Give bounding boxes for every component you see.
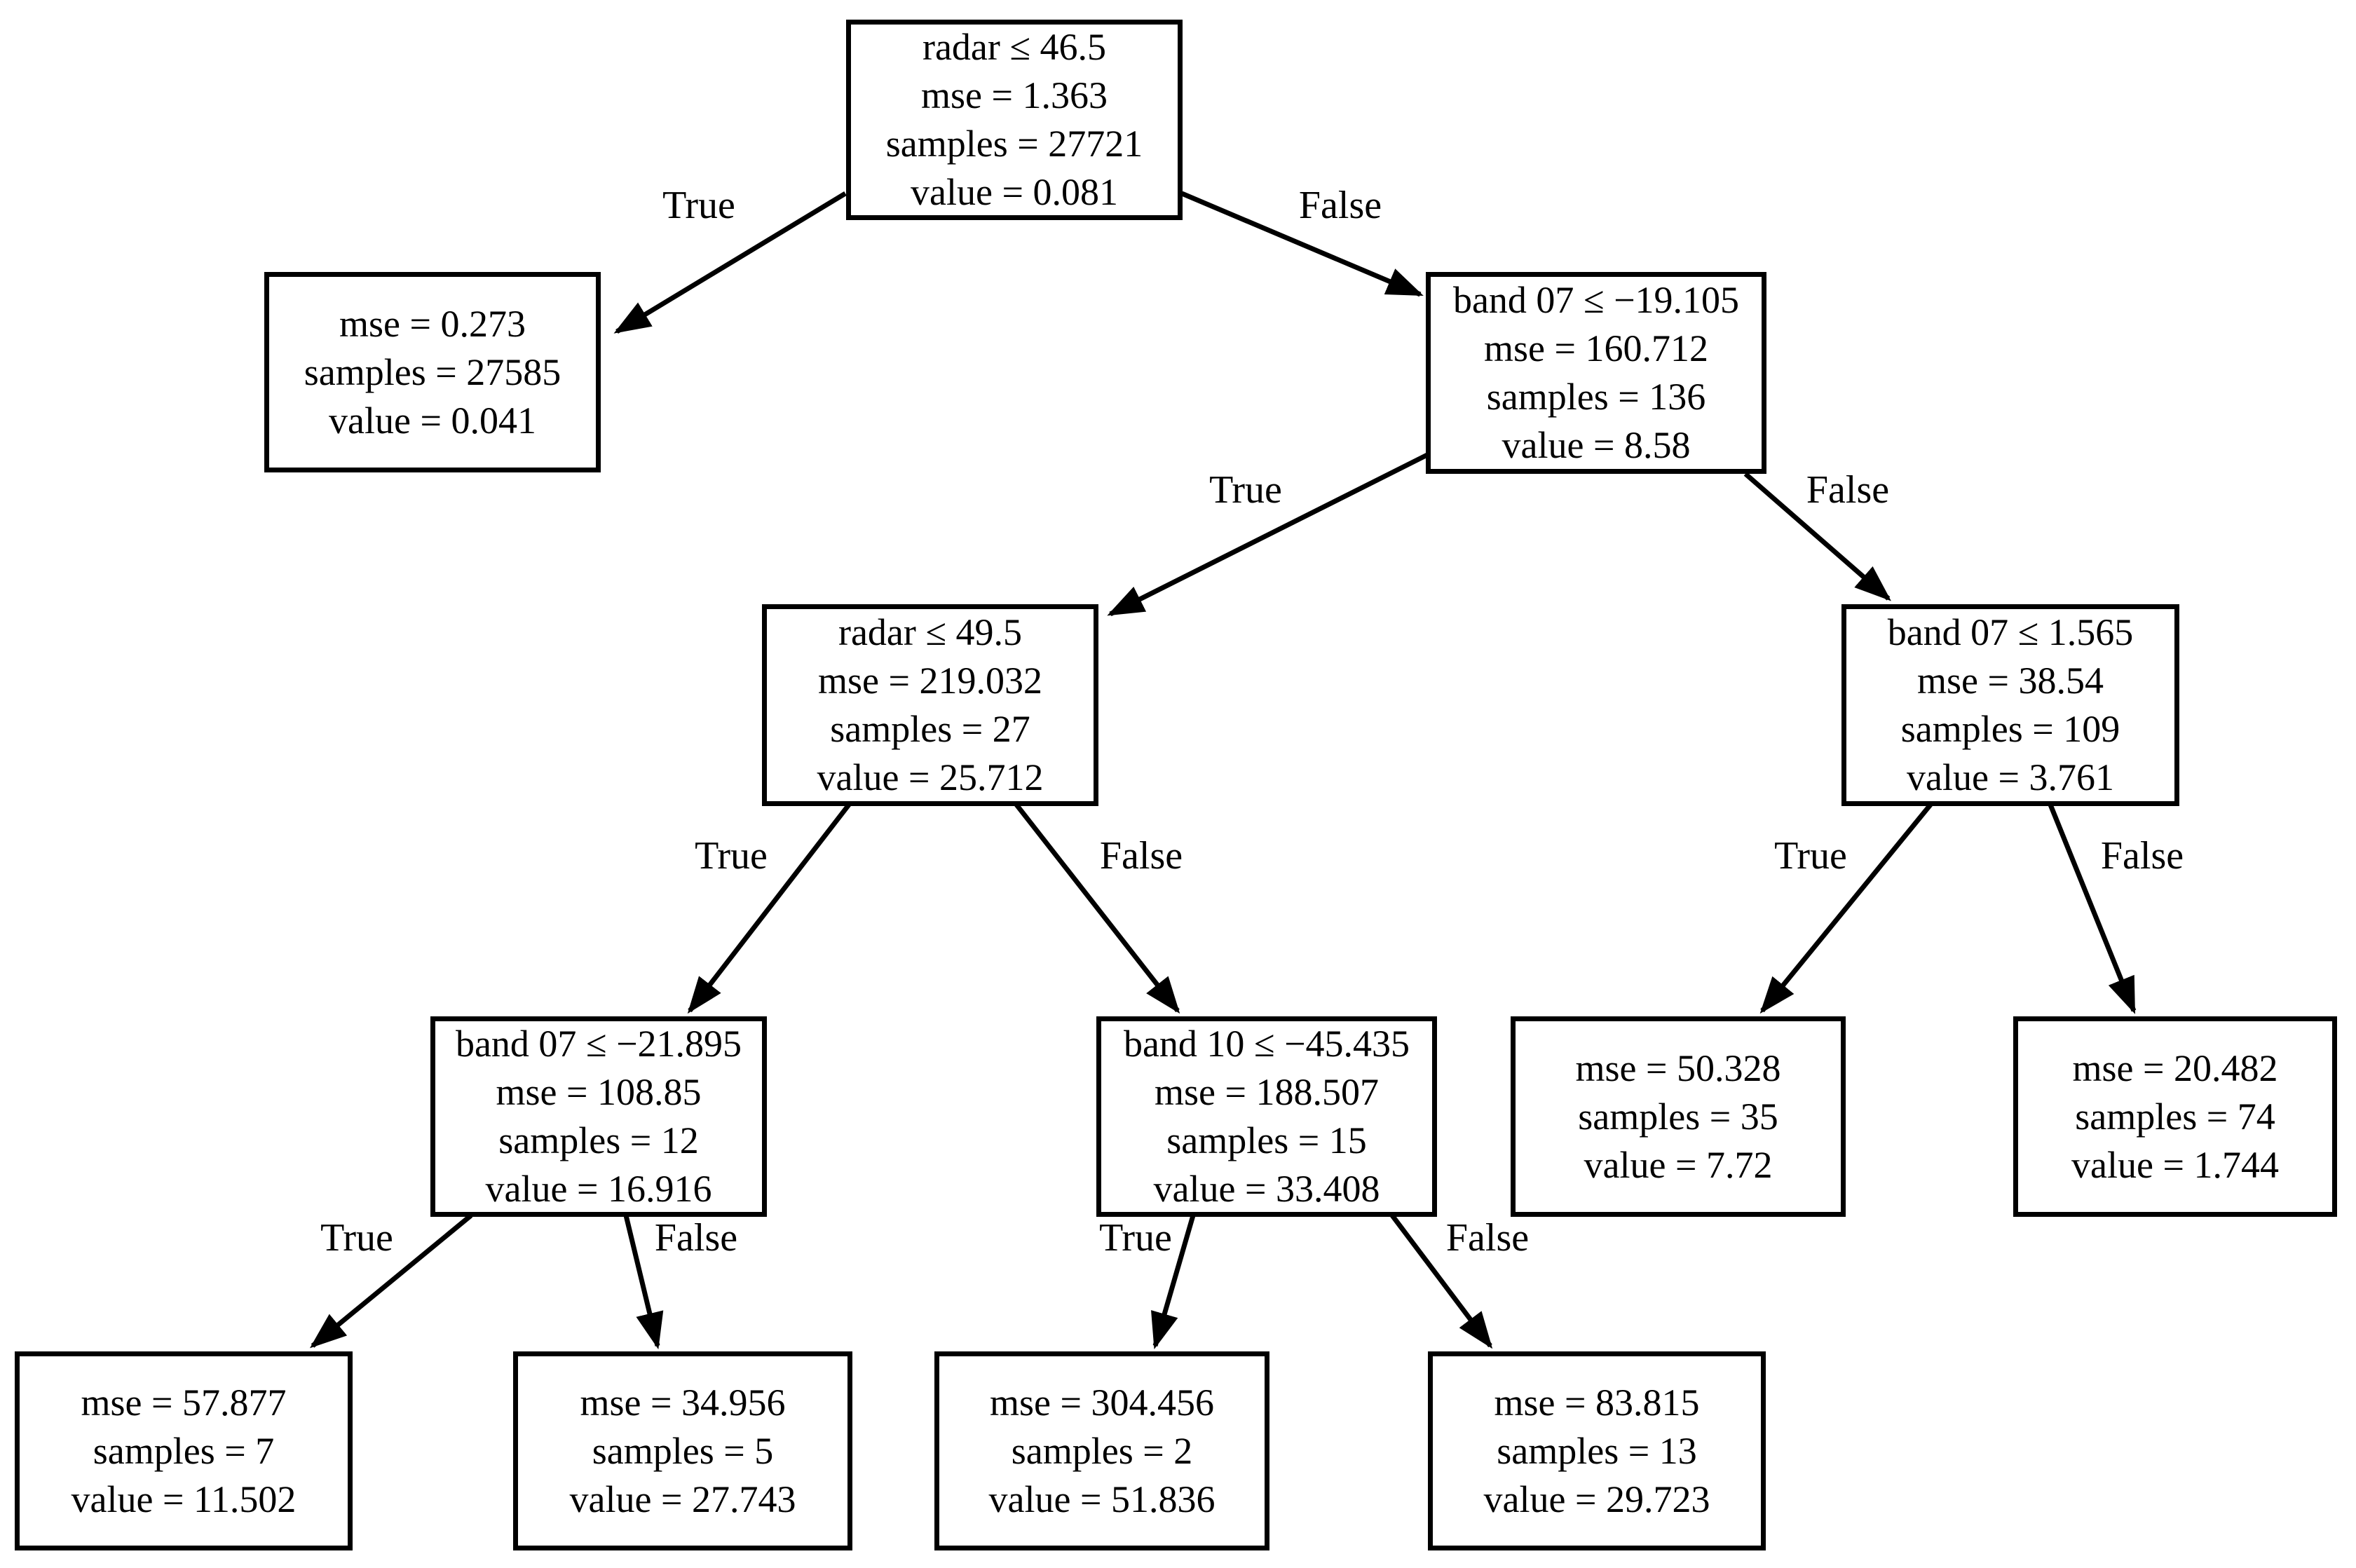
tree-node-leaf-1-744: mse = 20.482 samples = 74 value = 1.744: [2013, 1016, 2337, 1217]
node-mse: mse = 0.273: [339, 302, 526, 345]
node-samples: samples = 7: [93, 1429, 275, 1472]
edge-label-e6: True: [1774, 834, 1847, 878]
node-samples: samples = 2: [1011, 1429, 1193, 1472]
tree-node-band07-neg21-895: band 07 ≤ −21.895 mse = 108.85 samples =…: [430, 1016, 767, 1217]
edge-label-e9: False: [654, 1216, 738, 1260]
edge-arrow-e5: [1014, 803, 1180, 1014]
tree-node-leaf-29-723: mse = 83.815 samples = 13 value = 29.723: [1428, 1351, 1766, 1550]
node-value: value = 0.041: [329, 399, 536, 442]
node-value: value = 29.723: [1483, 1478, 1710, 1520]
tree-node-leaf-7-72: mse = 50.328 samples = 35 value = 7.72: [1511, 1016, 1846, 1217]
tree-node-leaf-0-041: mse = 0.273 samples = 27585 value = 0.04…: [264, 272, 601, 472]
node-split-condition: radar ≤ 49.5: [838, 611, 1023, 653]
node-mse: mse = 38.54: [1917, 660, 2104, 702]
edge-label-e3: False: [1806, 468, 1890, 512]
edge-label-e7: False: [2100, 834, 2184, 878]
edge-label-e4: True: [695, 834, 768, 878]
edge-arrow-e11: [1390, 1213, 1493, 1349]
node-mse: mse = 57.877: [81, 1381, 287, 1424]
node-samples: samples = 5: [592, 1429, 774, 1472]
node-mse: mse = 160.712: [1484, 327, 1708, 369]
node-split-condition: band 10 ≤ −45.435: [1123, 1023, 1410, 1065]
node-samples: samples = 13: [1497, 1429, 1697, 1472]
node-mse: mse = 34.956: [580, 1381, 786, 1424]
node-value: value = 33.408: [1153, 1168, 1380, 1210]
edge-label-e8: True: [320, 1216, 393, 1260]
node-mse: mse = 219.032: [818, 660, 1042, 702]
edge-arrow-e0: [613, 191, 847, 334]
edge-arrow-e7: [2048, 803, 2137, 1014]
node-mse: mse = 304.456: [990, 1381, 1214, 1424]
tree-node-leaf-51-836: mse = 304.456 samples = 2 value = 51.836: [934, 1351, 1269, 1550]
edge-arrow-e1: [1180, 191, 1424, 297]
node-value: value = 7.72: [1584, 1143, 1773, 1186]
node-samples: samples = 27: [830, 708, 1030, 750]
edge-label-e2: True: [1209, 468, 1282, 512]
node-split-condition: radar ≤ 46.5: [922, 26, 1107, 68]
edge-arrow-e10: [1151, 1215, 1196, 1350]
edge-arrow-e4: [687, 803, 851, 1014]
node-value: value = 27.743: [569, 1478, 796, 1520]
edge-label-e11: False: [1445, 1216, 1530, 1260]
node-mse: mse = 20.482: [2072, 1047, 2278, 1089]
edge-arrow-e8: [309, 1213, 473, 1349]
node-samples: samples = 74: [2075, 1095, 2275, 1138]
node-mse: mse = 188.507: [1155, 1071, 1379, 1113]
tree-node-radar-46-5: radar ≤ 46.5 mse = 1.363 samples = 27721…: [846, 20, 1183, 220]
node-samples: samples = 15: [1166, 1119, 1367, 1161]
edge-arrow-e6: [1759, 803, 1933, 1014]
node-value: value = 3.761: [1907, 756, 2114, 798]
node-value: value = 51.836: [988, 1478, 1216, 1520]
node-split-condition: band 07 ≤ −19.105: [1452, 279, 1740, 321]
node-samples: samples = 27585: [304, 350, 561, 393]
edge-label-e5: False: [1099, 834, 1183, 878]
tree-node-leaf-11-502: mse = 57.877 samples = 7 value = 11.502: [15, 1351, 353, 1550]
node-value: value = 25.712: [817, 756, 1044, 798]
node-value: value = 16.916: [485, 1168, 712, 1210]
edge-arrow-e9: [623, 1215, 664, 1350]
tree-node-band07-neg19-105: band 07 ≤ −19.105 mse = 160.712 samples …: [1426, 272, 1766, 474]
node-mse: mse = 50.328: [1575, 1047, 1781, 1089]
edge-arrow-e2: [1107, 451, 1430, 617]
node-split-condition: band 07 ≤ 1.565: [1887, 611, 2134, 653]
node-samples: samples = 35: [1578, 1095, 1778, 1138]
edge-label-e1: False: [1298, 184, 1382, 227]
node-samples: samples = 109: [1900, 708, 2120, 750]
node-split-condition: band 07 ≤ −21.895: [455, 1023, 742, 1065]
edge-arrow-e3: [1743, 472, 1891, 601]
node-samples: samples = 27721: [885, 123, 1143, 165]
node-samples: samples = 136: [1486, 376, 1706, 418]
node-value: value = 11.502: [71, 1478, 297, 1520]
node-value: value = 8.58: [1502, 424, 1691, 466]
node-value: value = 1.744: [2071, 1143, 2279, 1186]
node-samples: samples = 12: [498, 1119, 699, 1161]
tree-node-leaf-27-743: mse = 34.956 samples = 5 value = 27.743: [513, 1351, 852, 1550]
node-mse: mse = 83.815: [1494, 1381, 1700, 1424]
tree-node-band07-1-565: band 07 ≤ 1.565 mse = 38.54 samples = 10…: [1841, 604, 2179, 806]
node-value: value = 0.081: [911, 171, 1118, 213]
node-mse: mse = 108.85: [496, 1071, 702, 1113]
tree-node-band10-neg45-435: band 10 ≤ −45.435 mse = 188.507 samples …: [1096, 1016, 1437, 1217]
edge-label-e0: True: [662, 184, 735, 227]
edge-label-e10: True: [1099, 1216, 1172, 1260]
tree-node-radar-49-5: radar ≤ 49.5 mse = 219.032 samples = 27 …: [762, 604, 1098, 806]
node-mse: mse = 1.363: [921, 74, 1108, 116]
